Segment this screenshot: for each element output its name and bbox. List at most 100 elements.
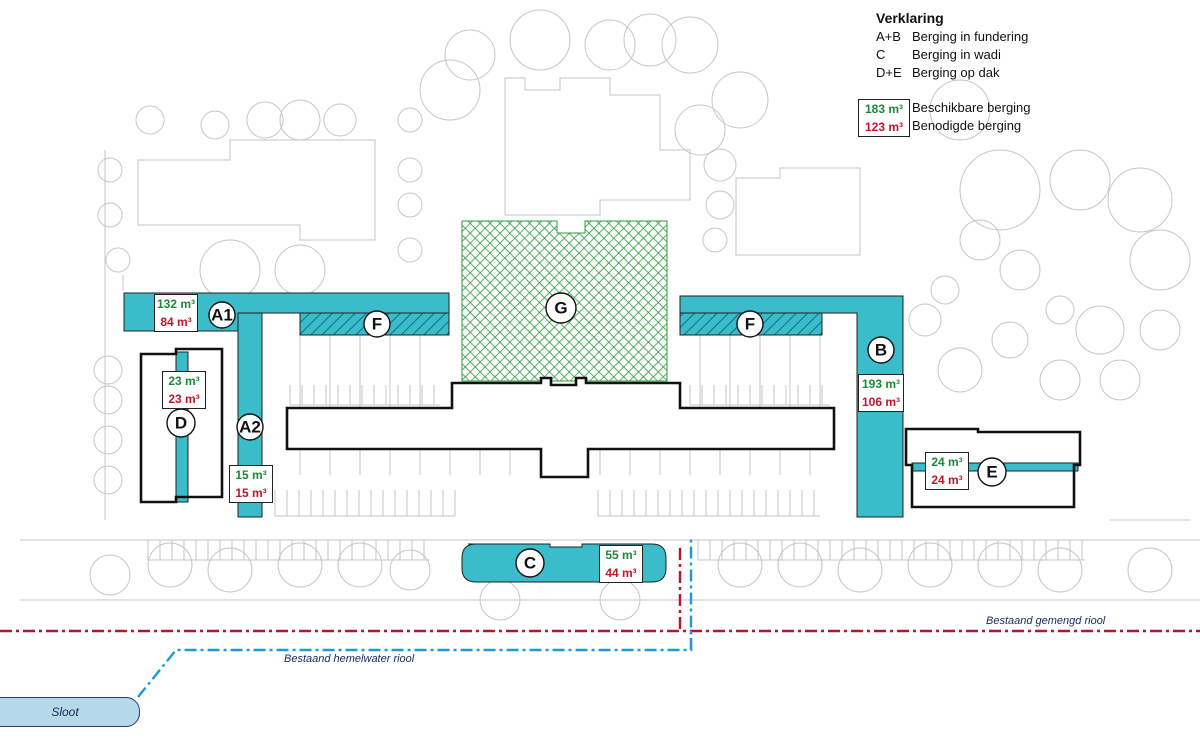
svg-text:G: G: [554, 299, 567, 318]
building-d-outline: [139, 347, 224, 504]
svg-text:C: C: [524, 554, 536, 573]
background-drawing: [20, 9, 1200, 621]
legend-code: C: [876, 47, 886, 62]
tree: [991, 321, 1029, 359]
tree: [444, 29, 496, 81]
tree: [1045, 295, 1075, 325]
tree: [959, 149, 1041, 231]
tree: [1099, 359, 1141, 401]
available-volume: 55 m³: [605, 548, 637, 562]
tree: [929, 79, 991, 141]
zone-marker-c: C: [515, 548, 545, 578]
tree: [397, 107, 423, 133]
available-volume: 24 m³: [931, 455, 963, 469]
ditch-label: Sloot: [51, 705, 79, 719]
tree: [509, 9, 571, 71]
svg-text:D: D: [175, 414, 187, 433]
tree: [1139, 309, 1181, 351]
tree: [135, 105, 165, 135]
tree: [1107, 167, 1173, 233]
legend-code: D+E: [876, 65, 902, 80]
tree: [584, 19, 636, 71]
tree: [937, 347, 983, 393]
legend-required-sample: 123 m³: [864, 120, 904, 134]
legend-available-label: Beschikbare berging: [912, 100, 1031, 115]
zone-marker-g: G: [545, 292, 577, 324]
volume-box-b: 193 m³ 106 m³: [858, 374, 904, 412]
available-volume: 132 m³: [156, 297, 196, 311]
rainwater-sewer-label: Bestaand hemelwater riool: [284, 653, 415, 665]
legend-title: Verklaring: [876, 10, 944, 26]
svg-text:A2: A2: [239, 418, 261, 437]
tree: [717, 542, 763, 588]
required-volume: 24 m³: [931, 473, 963, 487]
legend-required-label: Benodigde berging: [912, 118, 1022, 133]
tree: [977, 542, 1023, 588]
tree: [199, 239, 261, 301]
tree: [389, 549, 431, 591]
svg-text:B: B: [875, 341, 887, 360]
legend-text: Berging in wadi: [912, 47, 1001, 62]
required-volume: 84 m³: [160, 315, 192, 329]
existing-building-outline: [735, 167, 861, 256]
required-volume: 44 m³: [605, 566, 637, 580]
tree: [1129, 229, 1191, 291]
legend-row: C Berging in wadi: [876, 47, 1001, 65]
svg-text:E: E: [986, 463, 997, 482]
tree: [1075, 305, 1125, 355]
building-e-outline: [904, 427, 1082, 509]
zone-marker-f-left: F: [363, 310, 391, 338]
legend-text: Berging in fundering: [912, 29, 1029, 44]
available-volume: 23 m³: [168, 374, 200, 388]
available-volume: 193 m³: [861, 377, 901, 391]
tree: [397, 157, 423, 183]
tree: [246, 101, 284, 139]
volume-box-a2: 15 m³ 15 m³: [229, 465, 273, 503]
tree: [323, 103, 357, 137]
zone-markers: A1 A2 F F G B C D: [166, 292, 1007, 578]
legend-volume-key: 183 m³ 123 m³ Beschikbare berging Benodi…: [858, 95, 1031, 147]
combined-sewer-line: [0, 548, 1200, 633]
zone-marker-f-right: F: [736, 310, 764, 338]
tree: [623, 13, 677, 67]
tree: [397, 237, 423, 263]
tree: [907, 542, 953, 588]
tree: [703, 148, 737, 182]
tree: [908, 303, 942, 337]
tree: [93, 465, 123, 495]
tree: [200, 110, 230, 140]
tree: [705, 190, 735, 220]
tree: [207, 547, 253, 593]
svg-text:F: F: [372, 315, 382, 334]
tree: [97, 202, 123, 228]
tree: [274, 244, 326, 296]
volume-box-a1: 132 m³ 84 m³: [154, 294, 198, 332]
required-volume: 15 m³: [235, 486, 267, 500]
tree: [147, 542, 193, 588]
available-volume: 15 m³: [235, 468, 267, 482]
tree: [279, 99, 321, 141]
rainwater-sewer-line: [137, 538, 693, 698]
tree: [277, 542, 323, 588]
legend-text: Berging op dak: [912, 65, 1000, 80]
tree: [661, 16, 719, 74]
existing-building-outline: [504, 77, 691, 216]
tree: [93, 385, 123, 415]
volume-box-d: 23 m³ 23 m³: [162, 371, 206, 409]
volume-box-c: 55 m³ 44 m³: [599, 545, 643, 583]
tree: [711, 71, 769, 129]
tree: [397, 192, 423, 218]
legend-volume-swatch: 183 m³ 123 m³: [858, 99, 910, 137]
svg-text:A1: A1: [211, 306, 233, 325]
tree: [1049, 149, 1111, 211]
tree: [930, 275, 960, 305]
combined-sewer-label: Bestaand gemengd riool: [986, 615, 1106, 627]
legend-code: A+B: [876, 29, 901, 44]
zone-marker-a2: A2: [236, 413, 264, 441]
tree: [89, 554, 131, 596]
volume-box-e: 24 m³ 24 m³: [925, 452, 969, 490]
tree: [777, 542, 823, 588]
tree: [1037, 547, 1083, 593]
required-volume: 23 m³: [168, 392, 200, 406]
